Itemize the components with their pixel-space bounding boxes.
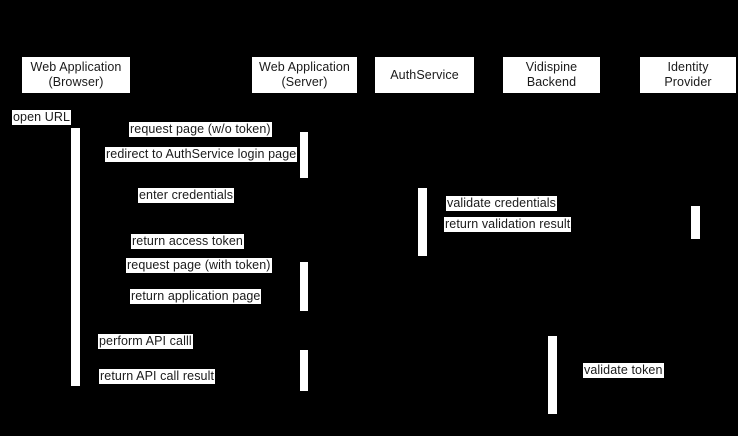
message-label-return-api-call-result: return API call result bbox=[99, 369, 216, 384]
message-label-perform-api-call: perform API calll bbox=[98, 334, 193, 349]
message-label-redirect-to-authservice-login-page: redirect to AuthService login page bbox=[105, 147, 298, 162]
lifeline-authservice bbox=[423, 93, 424, 436]
message-label-return-application-page: return application page bbox=[130, 289, 262, 304]
activation-bar-browser bbox=[71, 128, 80, 386]
lifeline-identity bbox=[695, 93, 696, 436]
message-label-return-access-token: return access token bbox=[131, 234, 244, 249]
participant-box-server[interactable]: Web Application (Server) bbox=[252, 57, 357, 93]
message-label-return-validation-result: return validation result bbox=[444, 217, 572, 232]
activation-bar-authservice bbox=[418, 188, 427, 256]
participant-box-identity[interactable]: Identity Provider bbox=[640, 57, 736, 93]
message-label-request-page-with-token: request page (with token) bbox=[126, 258, 272, 273]
message-label-request-page-wo-token: request page (w/o token) bbox=[129, 122, 272, 137]
message-label-open-url: open URL bbox=[12, 110, 72, 125]
participant-box-vidispine[interactable]: Vidispine Backend bbox=[503, 57, 600, 93]
activation-bar-server-2 bbox=[300, 262, 308, 311]
message-label-enter-credentials: enter credentials bbox=[138, 188, 235, 203]
message-label-validate-credentials: validate credentials bbox=[446, 196, 558, 211]
participant-box-authservice[interactable]: AuthService bbox=[375, 57, 474, 93]
activation-bar-server-3 bbox=[300, 350, 308, 391]
activation-bar-server-1 bbox=[300, 132, 308, 178]
lifeline-vidispine bbox=[552, 93, 553, 436]
activation-bar-identity bbox=[691, 206, 700, 239]
message-label-validate-token: validate token bbox=[583, 363, 664, 378]
participant-box-browser[interactable]: Web Application (Browser) bbox=[22, 57, 130, 93]
activation-bar-vidispine bbox=[548, 336, 557, 414]
